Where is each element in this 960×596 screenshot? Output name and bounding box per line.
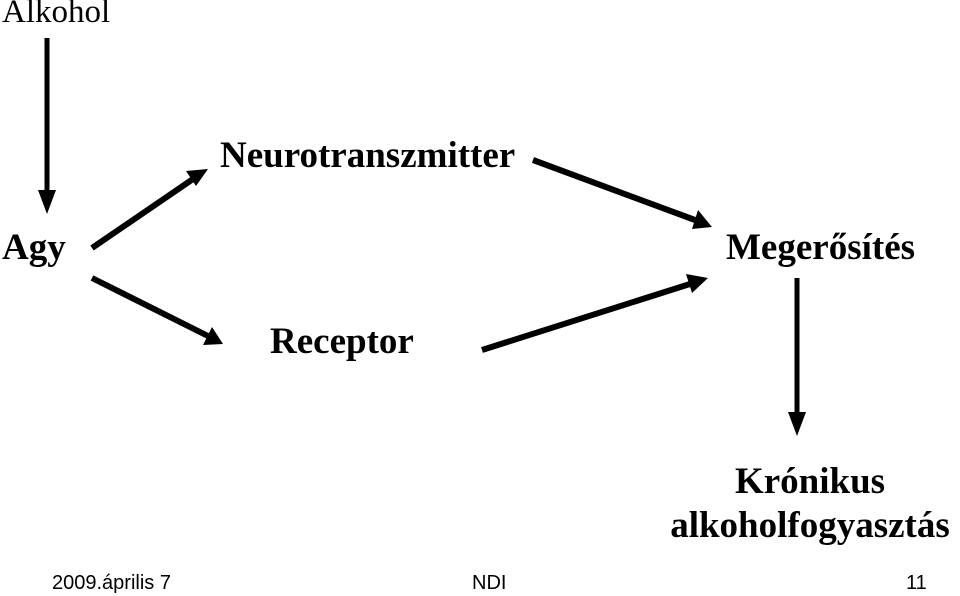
node-kronikus-alkoholfogyasztas: Krónikus alkoholfogyasztás xyxy=(660,460,960,548)
arrowhead-megerosites-kronikus xyxy=(788,412,806,436)
footer-page-number: 11 xyxy=(906,572,927,594)
footer-center: NDI xyxy=(472,572,507,594)
arrow-agy-receptor xyxy=(90,275,210,339)
arrowhead-receptor-megerosites xyxy=(686,274,708,293)
node-neurotranszmitter: Neurotranszmitter xyxy=(220,135,516,176)
arrow-receptor-megerosites xyxy=(481,281,691,353)
arrowhead-neurotranszmitter-megerosites xyxy=(692,210,712,229)
node-kronikus-line1: Krónikus xyxy=(734,461,886,502)
node-megerosites: Megerősítés xyxy=(726,227,916,268)
footer-date: 2009.április 7 xyxy=(52,572,171,594)
node-receptor: Receptor xyxy=(270,321,414,362)
node-alkohol: Alkohol xyxy=(2,0,111,30)
arrowhead-agy-receptor xyxy=(203,327,223,345)
arrow-neurotranszmitter-megerosites xyxy=(531,157,697,223)
arrowhead-agy-neurotranszmitter xyxy=(186,169,208,186)
node-kronikus-line2: alkoholfogyasztás xyxy=(670,505,950,546)
node-agy: Agy xyxy=(2,227,66,268)
arrowhead-alkohol-agy xyxy=(38,190,56,214)
arrow-agy-neurotranszmitter xyxy=(90,176,195,251)
